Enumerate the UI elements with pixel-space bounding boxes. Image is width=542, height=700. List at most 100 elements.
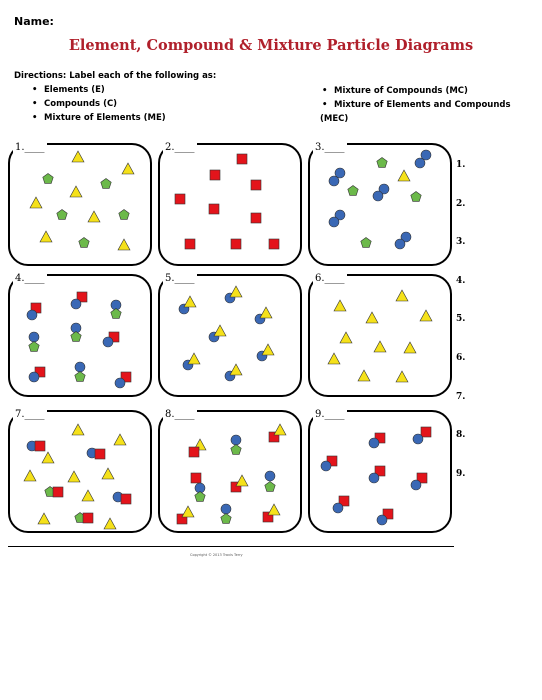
diagram-box-6: 6.____ <box>308 273 452 397</box>
square-particle <box>236 153 248 165</box>
pentagon-particle <box>360 237 372 248</box>
triangle-particle <box>339 331 353 344</box>
box-label[interactable]: 7.____ <box>13 409 47 420</box>
circle-particle <box>28 371 40 383</box>
triangle-particle <box>229 285 243 298</box>
square-particle <box>209 169 221 181</box>
pentagon-particle <box>74 371 86 382</box>
particle-diagram <box>29 150 135 251</box>
circle-particle <box>412 433 424 445</box>
square-particle <box>82 512 94 524</box>
answer-line-8[interactable]: 8. <box>456 430 466 441</box>
circle-particle <box>376 514 388 526</box>
square-particle <box>188 446 200 458</box>
name-label: Name: <box>14 15 54 28</box>
triangle-particle <box>267 503 281 516</box>
particle-diagram <box>178 285 275 382</box>
triangle-particle <box>103 517 117 530</box>
triangle-particle <box>37 512 51 525</box>
triangle-particle <box>81 489 95 502</box>
pentagon-particle <box>376 157 388 168</box>
diagram-box-2: 2.____ <box>158 142 302 266</box>
answer-line-1[interactable]: 1. <box>456 160 466 170</box>
answer-line-6[interactable]: 6. <box>456 352 466 363</box>
square-particle <box>230 238 242 250</box>
triangle-particle <box>183 295 197 308</box>
circle-particle <box>400 231 412 243</box>
box-label[interactable]: 9.____ <box>313 409 347 420</box>
triangle-particle <box>39 230 53 243</box>
triangle-particle <box>121 162 135 175</box>
triangle-particle <box>373 340 387 353</box>
particle-diagram <box>320 426 432 526</box>
answer-line-9[interactable]: 9. <box>456 468 466 479</box>
triangle-particle <box>333 299 347 312</box>
answer-line-4[interactable]: 4. <box>456 275 466 286</box>
circle-particle <box>420 149 432 161</box>
box-label[interactable]: 8.____ <box>163 409 197 420</box>
answer-line-5[interactable]: 5. <box>456 314 466 325</box>
list-item-continuation: (MEC) <box>320 114 349 124</box>
box-label[interactable]: 5.____ <box>163 273 197 284</box>
directions-text: Directions: Label each of the following … <box>14 71 217 81</box>
answer-line-7[interactable]: 7. <box>456 391 466 402</box>
triangle-particle <box>117 238 131 251</box>
box-label[interactable]: 3.____ <box>313 142 347 153</box>
pentagon-particle <box>110 308 122 319</box>
triangle-particle <box>181 505 195 518</box>
square-particle <box>190 472 202 484</box>
circle-particle <box>264 470 276 482</box>
circle-particle <box>28 331 40 343</box>
triangle-particle <box>273 423 287 436</box>
triangle-particle <box>327 352 341 365</box>
box-label[interactable]: 6.____ <box>313 273 347 284</box>
triangle-particle <box>357 369 371 382</box>
circle-particle <box>230 434 242 446</box>
circle-particle <box>74 361 86 373</box>
square-particle <box>34 440 46 452</box>
list-item: •Elements (E) <box>32 85 105 95</box>
diagram-box-1: 1.____ <box>8 142 152 266</box>
list-item: •Compounds (C) <box>32 99 118 109</box>
box-label[interactable]: 4.____ <box>13 273 47 284</box>
triangle-particle <box>235 474 249 487</box>
answer-line-3[interactable]: 3. <box>456 237 466 248</box>
right-label-list: •Mixture of Compounds (MC) •Mixture of E… <box>304 84 511 126</box>
triangle-particle <box>71 423 85 436</box>
answer-line-2[interactable]: 2. <box>456 198 466 209</box>
list-item: •Mixture of Compounds (MC) <box>322 86 468 96</box>
triangle-particle <box>29 196 43 209</box>
square-particle <box>184 238 196 250</box>
box-label[interactable]: 1.____ <box>13 142 47 153</box>
circle-particle <box>368 472 380 484</box>
box-label[interactable]: 2.____ <box>163 142 197 153</box>
diagram-box-3: 3.____ <box>308 142 452 266</box>
pentagon-particle <box>78 237 90 248</box>
triangle-particle <box>403 341 417 354</box>
pentagon-particle <box>70 331 82 342</box>
copyright-text: Copyright © 2013 Travis Terry <box>190 553 243 557</box>
triangle-particle <box>113 433 127 446</box>
circle-particle <box>70 298 82 310</box>
particle-diagram <box>23 423 132 530</box>
triangle-particle <box>365 311 379 324</box>
diagram-box-7: 7.____ <box>8 409 152 533</box>
triangle-particle <box>419 309 433 322</box>
pentagon-particle <box>264 481 276 492</box>
square-particle <box>76 291 88 303</box>
triangle-particle <box>101 467 115 480</box>
pentagon-particle <box>42 173 54 184</box>
square-particle <box>52 486 64 498</box>
page-title: Element, Compound & Mixture Particle Dia… <box>68 37 474 54</box>
square-particle <box>250 212 262 224</box>
particle-diagram <box>26 291 132 389</box>
circle-particle <box>372 190 384 202</box>
pentagon-particle <box>410 191 422 202</box>
square-particle <box>420 426 432 438</box>
triangle-particle <box>87 210 101 223</box>
square-particle <box>416 472 428 484</box>
diagram-box-8: 8.____ <box>158 409 302 533</box>
square-particle <box>120 371 132 383</box>
circle-particle <box>334 167 346 179</box>
pentagon-particle <box>194 491 206 502</box>
